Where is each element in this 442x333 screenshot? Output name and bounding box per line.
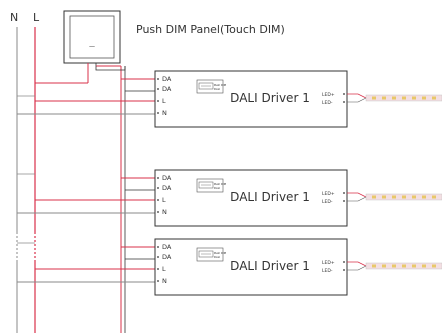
terminal-dot [157,199,159,201]
led-output-label: LED- [322,199,333,205]
panel-title: Push DIM Panel(Touch DIM) [136,23,285,36]
output-dot [343,261,345,263]
module-text: DALI [214,255,220,259]
led-chip [382,195,386,199]
led-lead [347,196,367,202]
terminal-label: DA [162,174,172,182]
panel-wiring [35,63,126,84]
led-chip [412,264,416,268]
terminal-dot [157,177,159,179]
terminal-dot [157,78,159,80]
led-output-label: LED+ [322,191,335,197]
driver-box [154,70,348,128]
terminal-label: DA [162,253,172,261]
led-chip [372,195,376,199]
led-chip [412,96,416,100]
driver-box [154,238,348,296]
terminal-dot [157,256,159,258]
driver-title: DALI Driver 1 [230,259,310,273]
terminal-label: L [162,97,166,105]
terminal-dot [157,100,159,102]
led-chip [372,96,376,100]
led-chip [402,264,406,268]
terminal-dot [157,280,159,282]
led-chip [402,195,406,199]
module-text: Push DIM [214,251,226,255]
terminal-dot [157,211,159,213]
terminal-label: N [162,109,167,117]
led-chip [432,264,436,268]
terminal-dot [157,268,159,270]
terminal-dot [157,88,159,90]
terminal-label: DA [162,184,172,192]
terminal-label: N [162,277,167,285]
module-text: DALI [214,87,220,91]
module-text: DALI [214,186,220,190]
driver-title: DALI Driver 1 [230,190,310,204]
terminal-dot [157,112,159,114]
terminal-dot [157,246,159,248]
led-chip [392,264,396,268]
output-dot [343,269,345,271]
terminal-label: DA [162,85,172,93]
terminal-label: N [162,208,167,216]
led-lead [347,265,367,271]
led-chip [422,96,426,100]
led-chip [392,195,396,199]
terminal-label: L [162,265,166,273]
led-chip [382,96,386,100]
led-chip [432,195,436,199]
output-dot [343,101,345,103]
led-chip [402,96,406,100]
panel-button-mark: — [89,43,95,50]
led-chip [382,264,386,268]
led-lead [347,93,367,99]
led-lead [347,261,367,267]
module-text: Push DIM [214,182,226,186]
led-output-label: LED- [322,268,333,274]
led-chip [432,96,436,100]
led-chip [422,195,426,199]
led-chip [392,96,396,100]
driver-title: DALI Driver 1 [230,91,310,105]
led-lead [347,97,367,103]
terminal-dot [157,187,159,189]
terminal-label: L [162,196,166,204]
module-text: Push DIM [214,83,226,87]
terminal-label: DA [162,243,172,251]
output-dot [343,200,345,202]
terminal-label: DA [162,75,172,83]
led-output-label: LED- [322,100,333,106]
panel-button[interactable] [69,15,115,59]
led-lead [347,192,367,198]
led-output-label: LED+ [322,260,335,266]
led-chip [422,264,426,268]
output-dot [343,93,345,95]
neutral-line-label: N [10,11,18,24]
output-dot [343,192,345,194]
led-output-label: LED+ [322,92,335,98]
live-line-label: L [33,11,40,24]
driver-box [154,169,348,227]
led-chip [372,264,376,268]
led-chip [412,195,416,199]
